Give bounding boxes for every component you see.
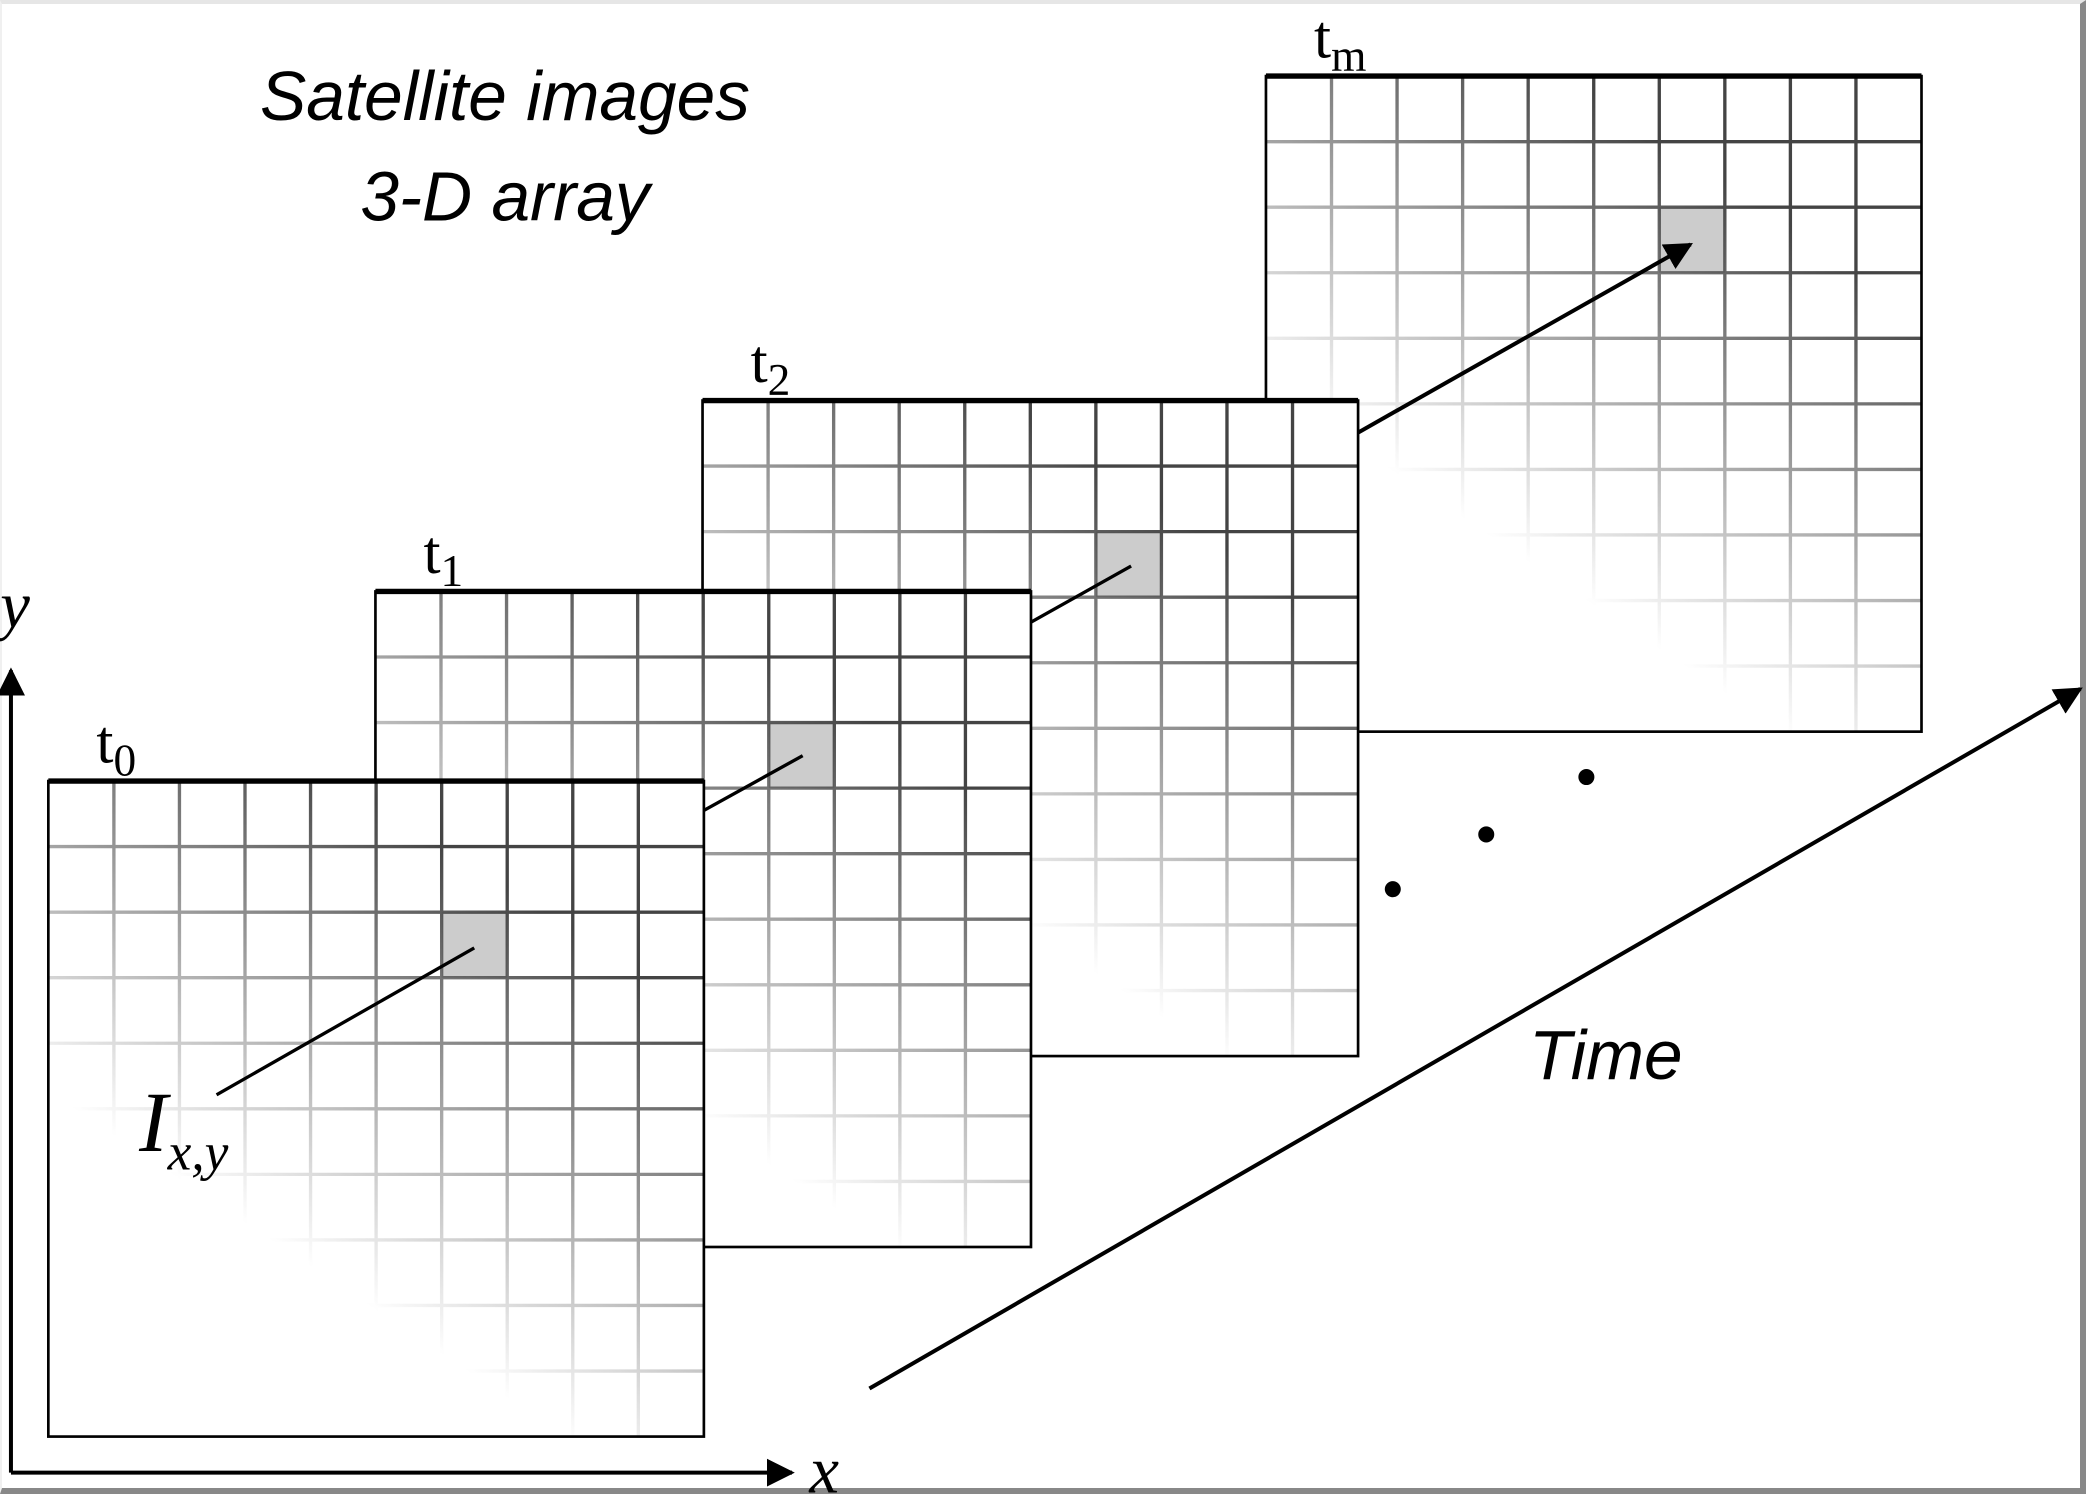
pixel-grid — [48, 781, 704, 1437]
pixel-link-t0-t1 — [703, 754, 804, 812]
frame-time-label: tm — [1314, 3, 1366, 80]
frame-time-label: t0 — [96, 708, 136, 785]
title-line-2: 3-D array — [360, 157, 654, 235]
title-line-1: Satellite images — [260, 57, 750, 135]
frame-time-label: t2 — [751, 328, 791, 405]
pixel-link-arrow-tm — [1357, 242, 1693, 435]
highlighted-pixel — [441, 912, 508, 978]
image-frame-0: t0 — [47, 708, 706, 1438]
highlighted-pixel — [1659, 207, 1725, 273]
x-axis-label: x — [808, 1435, 839, 1502]
time-label: Time — [1529, 1016, 1683, 1094]
ellipsis-dot — [1578, 769, 1595, 786]
pixel-link-t1-t2 — [1030, 564, 1132, 624]
highlighted-pixel — [1095, 531, 1162, 598]
y-axis-label: y — [0, 570, 30, 643]
ellipsis-dot — [1384, 881, 1401, 898]
frame-time-label: t1 — [424, 519, 464, 596]
pixel-label: Ix,y — [138, 1076, 228, 1182]
time-axis-arrow — [868, 687, 2083, 1391]
image-frame-3: tm — [1264, 3, 1923, 733]
ellipsis-dot — [1478, 826, 1495, 843]
pixel-pointer-line — [215, 946, 476, 1097]
